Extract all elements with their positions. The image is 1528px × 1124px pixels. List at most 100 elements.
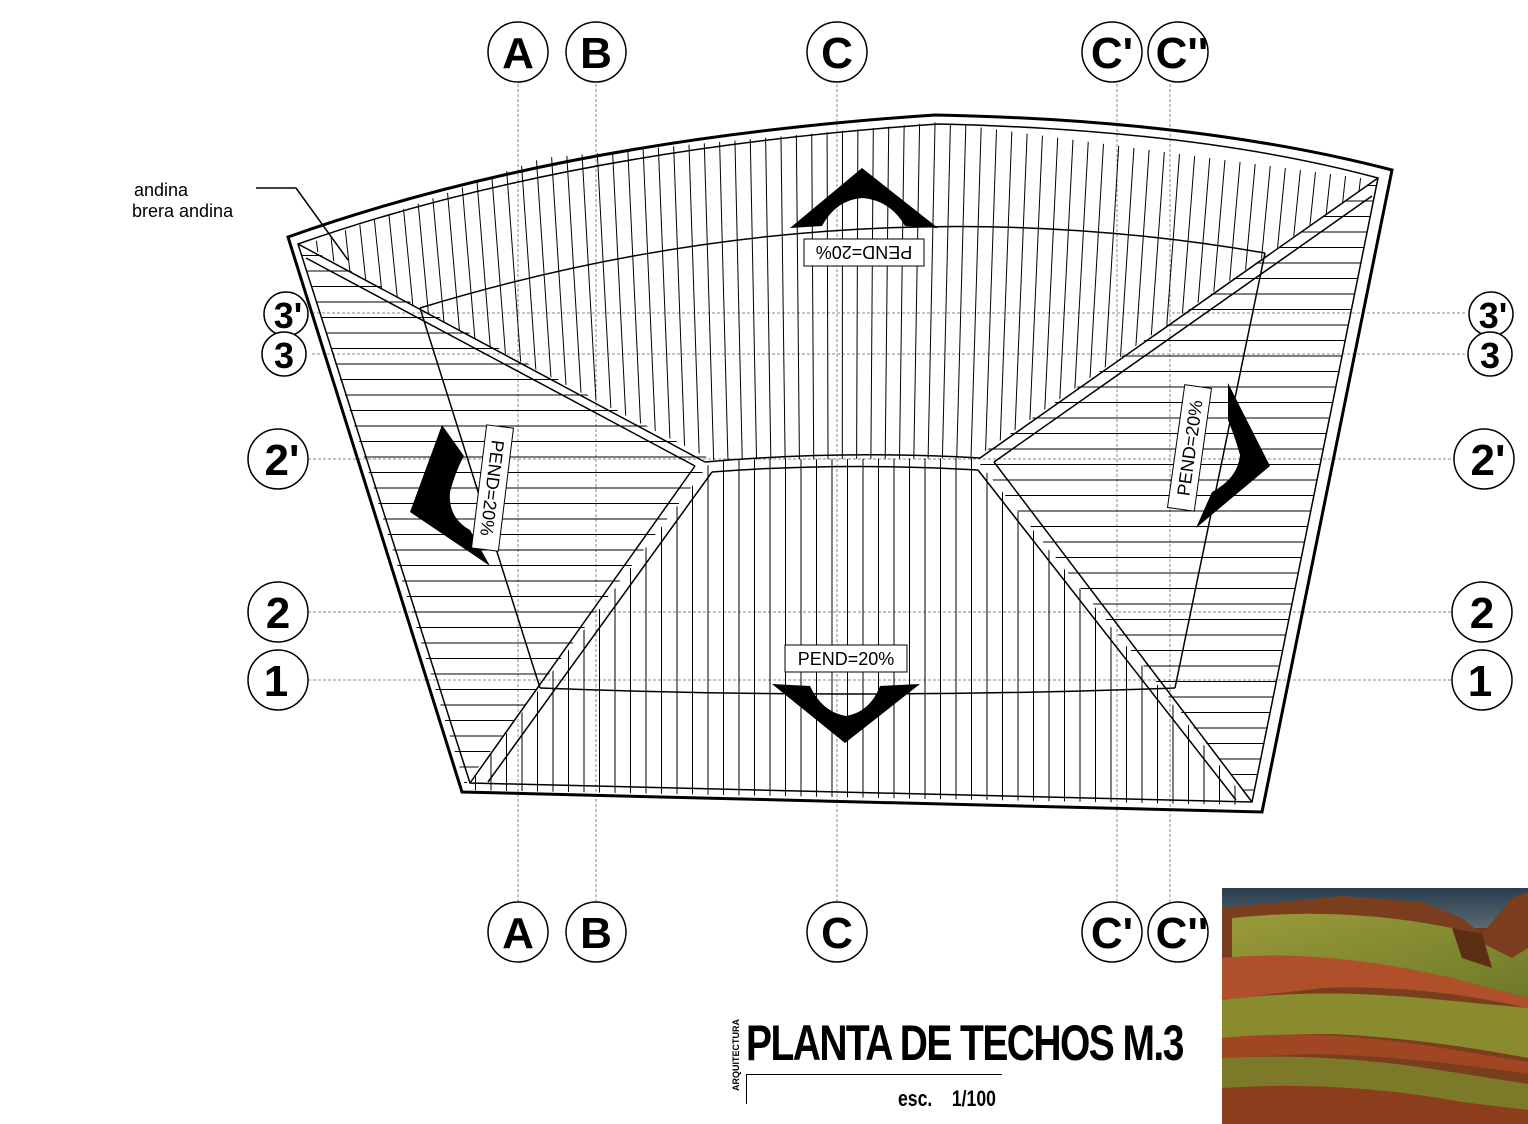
hatch-line [811,122,815,460]
svg-text:2': 2' [265,436,300,485]
hatch-line [1012,122,1029,460]
grid-bubble-c2-top: C'' [1147,21,1209,83]
hatch-line [315,122,358,460]
svg-text:2: 2 [1470,589,1494,638]
title-side-label: ARQUITECTURA [731,1019,741,1091]
note-line-1: andina [134,180,189,200]
grid-bubble-1-left: 1 [247,649,309,711]
svg-text:B: B [580,29,612,78]
material-note: andina brera andina [132,180,349,261]
hatch-line [516,122,544,460]
slope-arrow-south [772,684,920,743]
hatch-line [330,122,373,460]
grid-bubble-2-left: 2 [247,581,309,643]
title-underline [746,1074,1002,1075]
svg-text:C'': C'' [1156,909,1209,958]
grid-bubbles-left: 3' 3 2' 2 1 [247,291,309,711]
hatch-line [501,122,530,460]
svg-text:3': 3' [274,295,303,336]
slope-label-south: PEND=20% [784,644,908,673]
hatch-line [423,122,458,460]
grid-bubble-3-right: 3 [1467,331,1513,377]
title-block: ARQUITECTURA PLANTA DE TECHOS M.3 esc. 1… [728,1010,1208,1120]
grid-bubble-c1-top: C' [1081,21,1143,83]
hatch-line [870,122,874,460]
grid-bubble-2p-right: 2' [1453,428,1515,490]
drawing-title: PLANTA DE TECHOS M.3 [746,1015,1184,1071]
hatch-line [749,122,758,460]
grid-bubbles-bottom: A B C C' C'' [487,901,1209,963]
hatch-line [826,122,829,460]
grid-bubbles-top: A B C C' C'' [487,21,1209,83]
hatch-line [305,122,344,460]
svg-text:C': C' [1091,29,1133,78]
hatch-line [856,122,859,460]
note-line-2: brera andina [132,201,234,221]
hatch-line [1283,122,1324,460]
hatch-line [532,122,558,460]
hatch-line [984,122,998,460]
svg-text:1: 1 [264,657,288,706]
hatch-line [361,122,401,460]
slope-label-north: PEND=20% [803,238,925,267]
roof-outline [286,113,1394,814]
hatch-line [898,122,905,460]
hatch-line [1027,122,1045,460]
landscape-photo [1222,888,1528,1124]
grid-bubble-a-top: A [487,21,549,83]
scale-label: esc. [898,1086,933,1111]
hatch-line [1069,122,1091,460]
grid-bubble-3p-left: 3' [263,291,309,337]
svg-text:2: 2 [266,589,290,638]
hatch-line [547,122,572,460]
hatch-line [998,122,1014,460]
hatch-line [671,122,686,460]
hatch-line [795,122,801,460]
hatch-line [955,122,967,460]
hatch-line [1055,122,1076,460]
grid-bubble-b-top: B [565,21,627,83]
hatch-line [408,122,444,460]
svg-text:3: 3 [274,335,294,376]
scale-value: 1/100 [951,1086,996,1111]
hatch-line [1340,122,1375,460]
grid-bubble-3p-right: 3' [1468,291,1514,337]
grid-bubbles-right: 3' 3 2' 2 1 [1451,291,1515,711]
svg-text:B: B [580,909,612,958]
svg-text:C: C [821,909,853,958]
grid-bubble-3-left: 3 [261,331,307,377]
svg-text:C: C [821,29,853,78]
svg-text:C': C' [1091,909,1133,958]
hatch-line [884,122,890,460]
svg-text:PEND=20%: PEND=20% [798,649,895,669]
svg-text:A: A [502,29,534,78]
grid-bubble-c2-bottom: C'' [1147,901,1209,963]
hatch-line [718,122,729,460]
hatch-line [1127,122,1153,460]
hatch-line [1141,122,1169,460]
grid-bubble-1-right: 1 [1451,649,1513,711]
hatch-line [927,122,936,460]
slope-label-east: PEND=20% [1166,384,1213,512]
hatch-line [439,122,473,460]
grid-bubble-c-bottom: C [806,901,868,963]
svg-text:3: 3 [1480,335,1500,376]
hatch-line [454,122,487,460]
svg-text:2': 2' [1471,436,1506,485]
hatch-line [470,122,501,460]
hatch-line [913,122,921,460]
hatch-line [656,122,672,460]
hatch-line [764,122,772,460]
grid-bubble-2-right: 2 [1451,581,1513,643]
hatch-line [941,122,952,460]
svg-text:A: A [502,909,534,958]
hatch-line [625,122,644,460]
hatch-line [392,122,430,460]
hatch-line [377,122,415,460]
svg-text:3': 3' [1479,295,1508,336]
title-underline-tick [746,1074,747,1104]
slope-arrow-east [1196,383,1270,528]
drawing-scale: esc. 1/100 [898,1086,996,1112]
hatch-line [687,122,701,460]
